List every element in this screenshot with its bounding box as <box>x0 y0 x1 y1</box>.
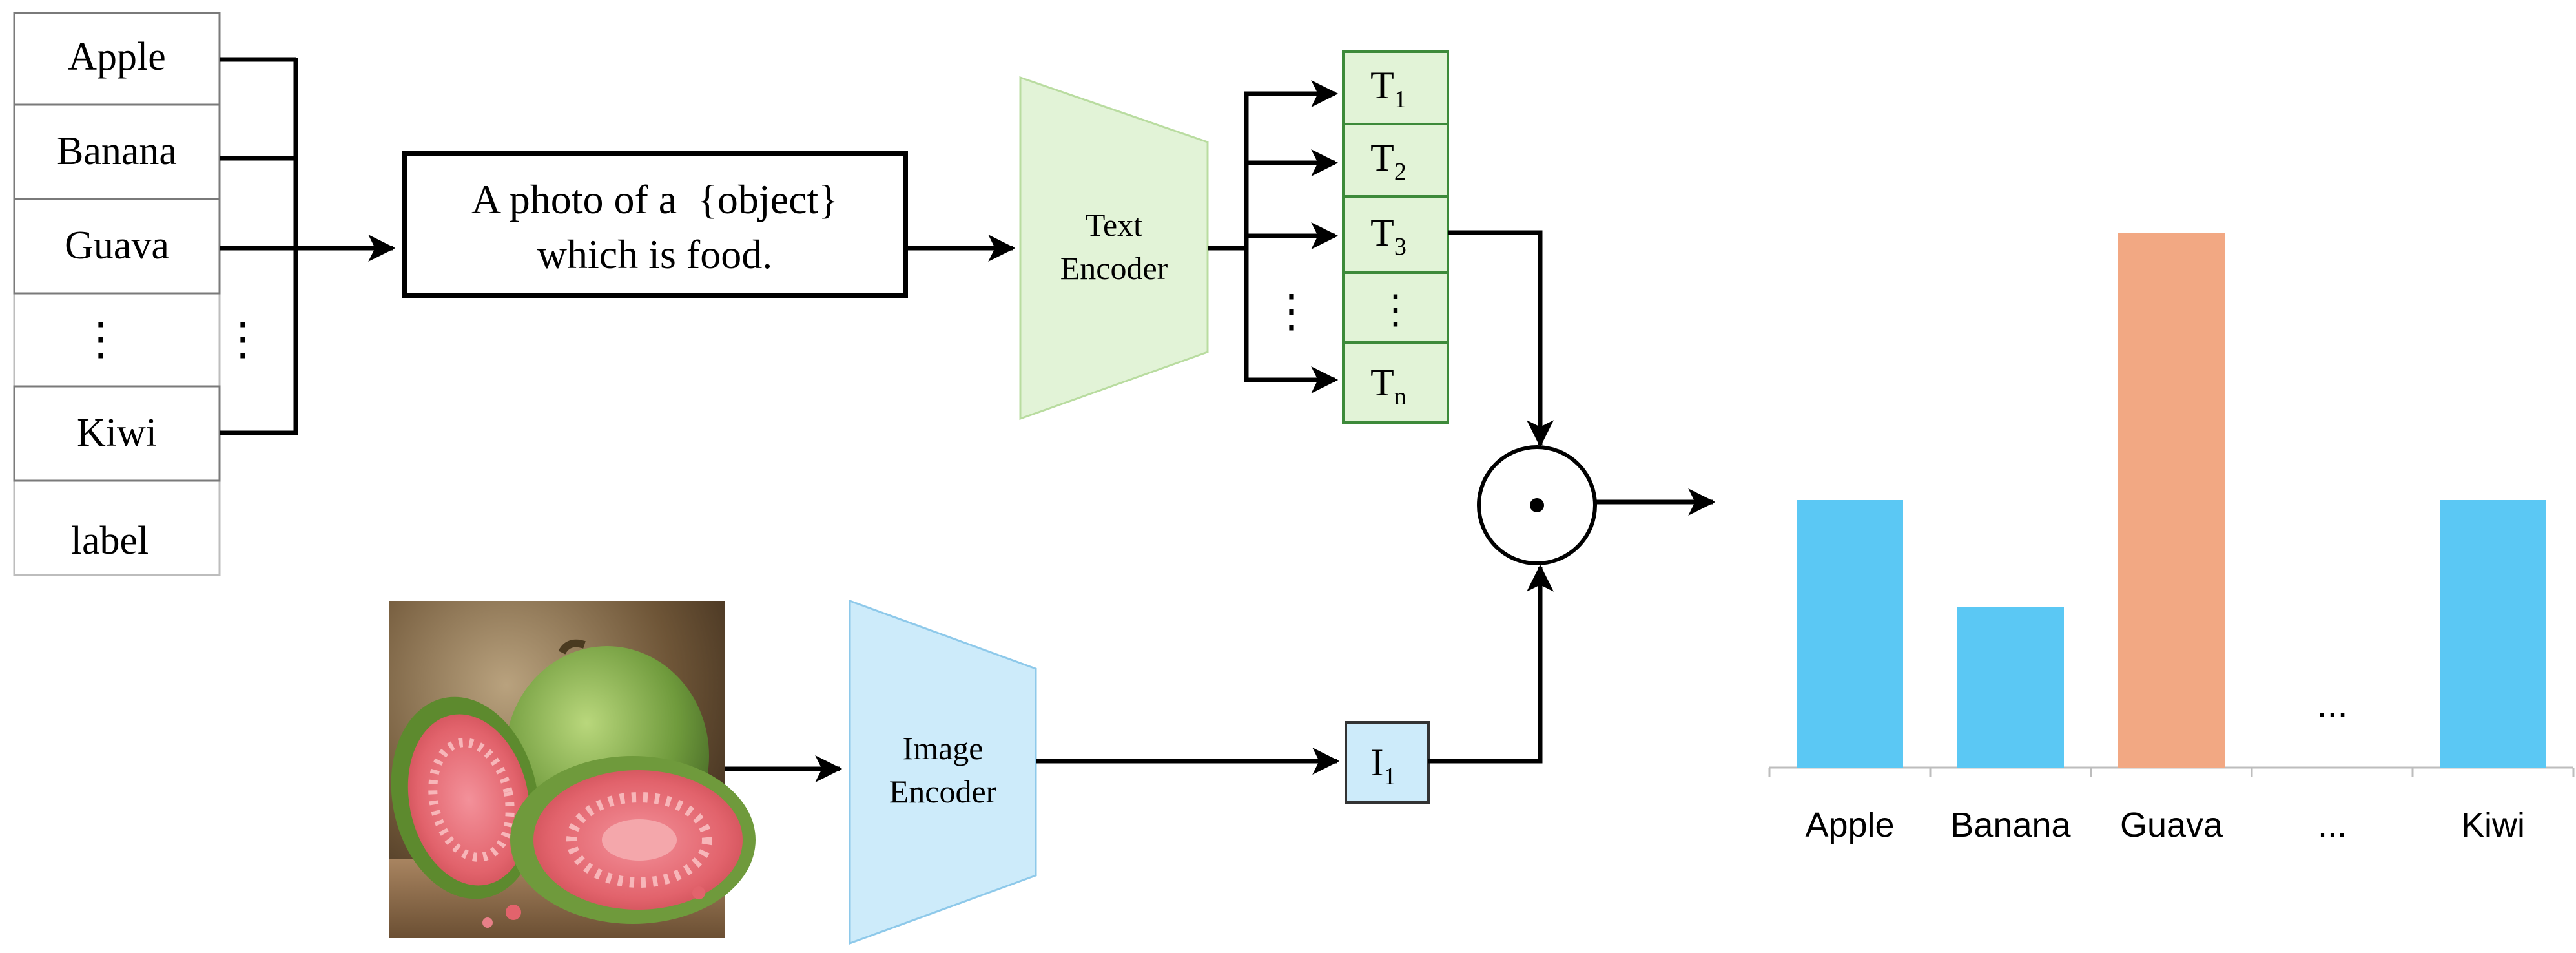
text-token-3-sub: 3 <box>1394 233 1406 260</box>
text-token-dots: ⋮ <box>1342 271 1449 344</box>
image-encoder-label-1: Image <box>903 730 984 766</box>
label-caption: label <box>71 519 149 563</box>
text-token-1: T1 <box>1342 50 1449 125</box>
svg-text:T2: T2 <box>1370 136 1406 185</box>
text-token-2-base: T <box>1370 136 1394 179</box>
text-token-1-sub: 1 <box>1394 86 1406 113</box>
image-token-base: I <box>1371 741 1384 784</box>
text-token-3-base: T <box>1370 211 1394 254</box>
bar-guava <box>2118 233 2225 768</box>
bar-kiwi <box>2440 500 2546 768</box>
text-encoder-label-1: Text <box>1086 207 1142 243</box>
text-encoder-fanout <box>1208 80 1339 393</box>
text-token-n: Tn <box>1342 341 1449 424</box>
svg-text:Tn: Tn <box>1370 361 1406 410</box>
text-token-2-sub: 2 <box>1394 158 1406 185</box>
label-box-kiwi: Kiwi <box>13 385 221 482</box>
bar-banana <box>1957 607 2064 768</box>
fanout-dots: ⋮ <box>1269 287 1314 337</box>
bar-placeholder-dots: ... <box>2316 684 2347 726</box>
image-token-sub: 1 <box>1383 763 1396 790</box>
label-dots-outer: ⋮ <box>220 315 265 364</box>
text-token-stack: T1 T2 T3 ⋮ Tn <box>1342 50 1449 424</box>
label-box-guava: Guava <box>13 198 221 295</box>
label-box-apple: Apple <box>13 12 221 106</box>
label-bracket-connector <box>220 57 396 435</box>
text-encoder-label-2: Encoder <box>1060 250 1168 286</box>
bar-apple <box>1797 500 1903 768</box>
text-token-3: T3 <box>1342 195 1449 274</box>
tick-label-apple: Apple <box>1805 806 1894 844</box>
text-token-n-base: T <box>1370 361 1394 404</box>
similarity-bar-chart: Apple Banana Guava...... Kiwi <box>1768 233 2575 844</box>
image-encoder: Image Encoder <box>849 599 1037 945</box>
label-apple-text: Apple <box>68 35 166 79</box>
svg-text:I1: I1 <box>1371 741 1396 790</box>
text-token-dots-glyph: ⋮ <box>1376 288 1416 332</box>
svg-text:T3: T3 <box>1370 211 1406 260</box>
guava-photo <box>389 601 756 938</box>
prompt-line-2: which is food. <box>537 231 772 277</box>
tick-label-guava: Guava <box>2120 806 2223 844</box>
label-dots-inner: ⋮ <box>78 315 123 364</box>
dot-product-operator <box>1477 445 1597 565</box>
prompt-template-box: A photo of a {object} which is food. <box>402 151 908 298</box>
tick-label-banana: Banana <box>1950 806 2071 844</box>
image-encoder-label-2: Encoder <box>889 773 997 810</box>
text-token-n-sub: n <box>1394 383 1406 410</box>
svg-text:T1: T1 <box>1370 64 1406 113</box>
label-guava-text: Guava <box>65 224 169 267</box>
text-encoder: Text Encoder <box>1019 76 1209 421</box>
image-token: I1 <box>1345 721 1430 804</box>
label-list: Apple Banana Guava ⋮ ⋮ Kiwi label <box>13 12 265 576</box>
tick-label-kiwi: Kiwi <box>2461 806 2525 844</box>
dot-product-glyph <box>1530 498 1544 512</box>
arrow-image-token-to-operator <box>1428 564 1554 764</box>
label-banana-text: Banana <box>57 129 177 173</box>
prompt-line-1: A photo of a {object} <box>471 176 838 222</box>
text-token-2: T2 <box>1342 123 1449 198</box>
label-box-banana: Banana <box>13 103 221 200</box>
arrow-token-to-operator <box>1448 230 1554 448</box>
label-kiwi-text: Kiwi <box>77 411 157 455</box>
tick-label-placeholder: ... <box>2318 806 2347 844</box>
text-token-1-base: T <box>1370 64 1394 107</box>
